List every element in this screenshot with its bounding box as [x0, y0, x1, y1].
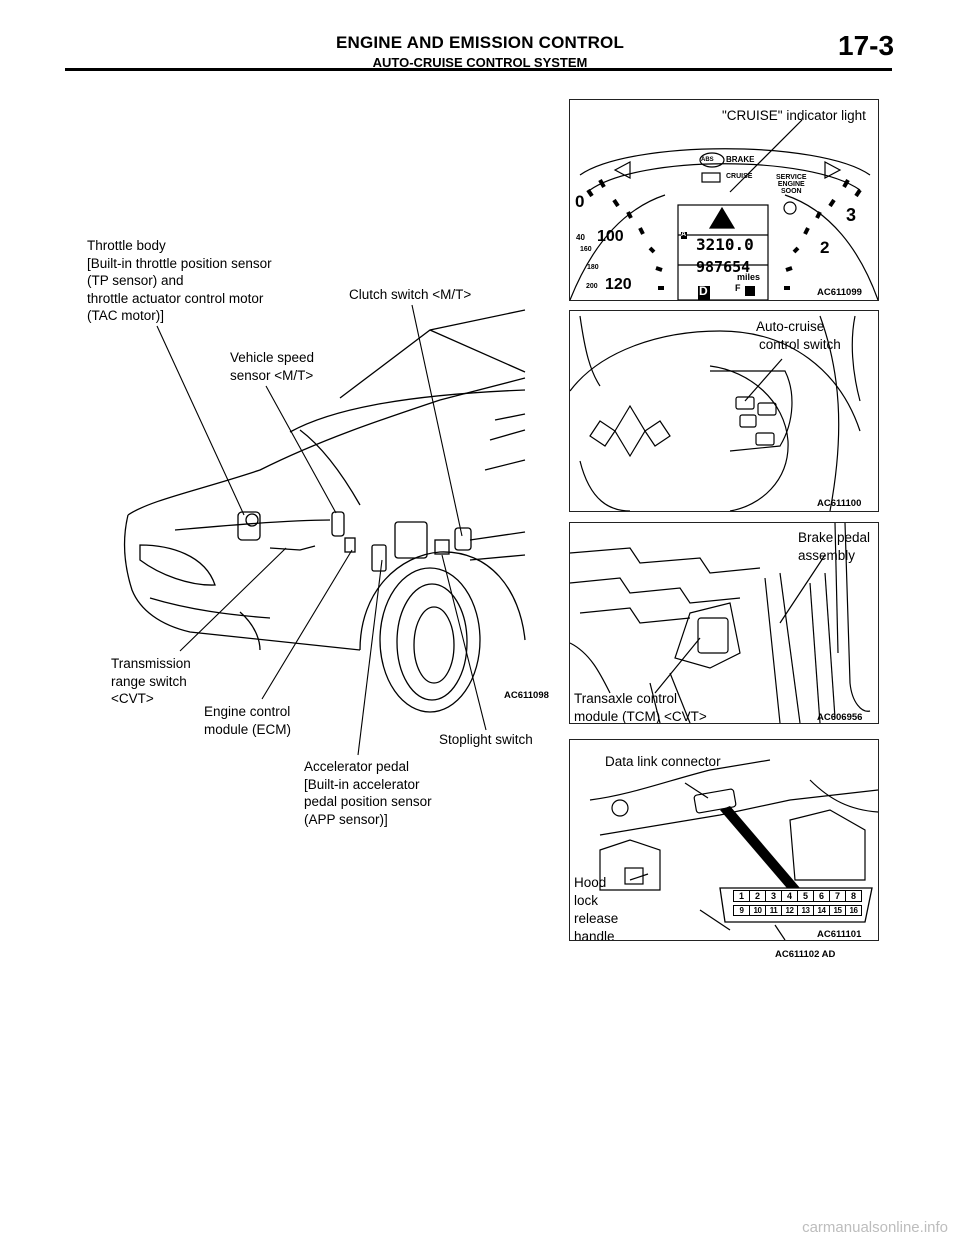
dlc-pin: 10	[749, 905, 766, 916]
label-vehicle-speed-sensor: Vehicle speed sensor <M/T>	[230, 350, 315, 383]
service-engine-soon-indicator: SERVICE ENGINE SOON	[776, 174, 807, 195]
speed-small-180: 180	[587, 264, 599, 271]
steering-wheel-drawing	[570, 315, 861, 511]
panel-data-link-connector: Data link connector Hood lock release ha…	[569, 739, 879, 941]
dlc-pin-row-top: 1 2 3 4 5 6 7 8	[733, 890, 862, 902]
speed-small-200: 200	[586, 283, 598, 290]
figure-code-steering: AC611100	[817, 498, 862, 509]
speed-label-120: 120	[605, 276, 632, 293]
dlc-pin: 1	[733, 890, 750, 902]
figure-code-cluster: AC611099	[817, 287, 862, 298]
label-clutch-switch: Clutch switch <M/T>	[349, 287, 472, 302]
panel-instrument-cluster: "CRUISE" indicator light ABS BRAKE CRUIS…	[569, 99, 879, 301]
panel-brake-pedal: Brake pedal assembly Transaxle control m…	[569, 522, 879, 724]
dlc-pin: 16	[845, 905, 862, 916]
section-subtitle: AUTO-CRUISE CONTROL SYSTEM	[372, 55, 588, 70]
fuel-full-mark: F	[735, 283, 741, 293]
label-brake-pedal-assembly: Brake pedal assembly	[798, 530, 871, 563]
dlc-pin: 11	[765, 905, 782, 916]
instrument-cluster-drawing	[570, 119, 878, 300]
header-rule	[65, 68, 892, 71]
trip-display: 3210.0	[696, 235, 754, 254]
page-number: 17-3	[838, 30, 895, 61]
cruise-indicator: CRUISE	[726, 173, 753, 180]
brake-pedal-drawing	[570, 523, 871, 723]
label-accelerator-pedal: Accelerator pedal [Built-in accelerator …	[304, 759, 432, 827]
figure-code-dlc: AC611101	[817, 929, 862, 940]
label-stoplight-switch: Stoplight switch	[439, 732, 533, 747]
panel-steering-wheel: Auto-cruise control switch AC611100	[569, 310, 879, 512]
label-ecm: Engine control module (ECM)	[204, 704, 292, 737]
label-cruise-indicator: "CRUISE" indicator light	[722, 108, 866, 123]
tach-label-3: 3	[846, 205, 857, 225]
speed-label-100: 100	[597, 228, 624, 245]
speed-label-0: 0	[575, 192, 585, 211]
label-auto-cruise-switch: Auto-cruise control switch	[756, 319, 841, 352]
dlc-pin: 4	[781, 890, 798, 902]
label-transmission-range-switch: Transmission range switch <CVT>	[111, 656, 191, 706]
gear-indicator: D	[699, 284, 708, 298]
speed-small-160: 160	[580, 246, 592, 253]
brake-indicator: BRAKE	[726, 155, 755, 164]
figure-code-brake: AC606956	[817, 712, 863, 723]
dlc-pin: 2	[749, 890, 766, 902]
dlc-pin: 8	[845, 890, 862, 902]
speed-small-40: 40	[576, 233, 585, 242]
dlc-pin: 5	[797, 890, 814, 902]
dlc-pin: 7	[829, 890, 846, 902]
dlc-pin: 13	[797, 905, 814, 916]
abs-indicator: ABS	[701, 157, 714, 163]
odometer-unit: miles	[737, 272, 761, 282]
label-tcm: Transaxle control module (TCM) <CVT>	[574, 691, 707, 724]
figure-code-overall: AC611102 AD	[775, 949, 836, 960]
dlc-pin: 3	[765, 890, 782, 902]
odometer-display: 987654	[696, 258, 751, 276]
dlc-pin: 9	[733, 905, 750, 916]
tach-label-2: 2	[820, 238, 830, 257]
dlc-pin: 12	[781, 905, 798, 916]
footer-watermark: carmanualsonline.info	[802, 1219, 948, 1236]
label-hood-lock-release: Hood lock release handle	[574, 875, 619, 941]
trip-mode: A	[681, 231, 687, 238]
dlc-pin: 14	[813, 905, 830, 916]
dlc-pin: 6	[813, 890, 830, 902]
dlc-pin-row-bottom: 9 10 11 12 13 14 15 16	[733, 905, 862, 916]
figure-code-main: AC611098	[504, 690, 549, 701]
section-title: ENGINE AND EMISSION CONTROL	[335, 33, 625, 52]
dlc-pin: 15	[829, 905, 846, 916]
label-data-link-connector: Data link connector	[605, 754, 721, 769]
label-throttle-body: Throttle body [Built-in throttle positio…	[87, 238, 272, 323]
